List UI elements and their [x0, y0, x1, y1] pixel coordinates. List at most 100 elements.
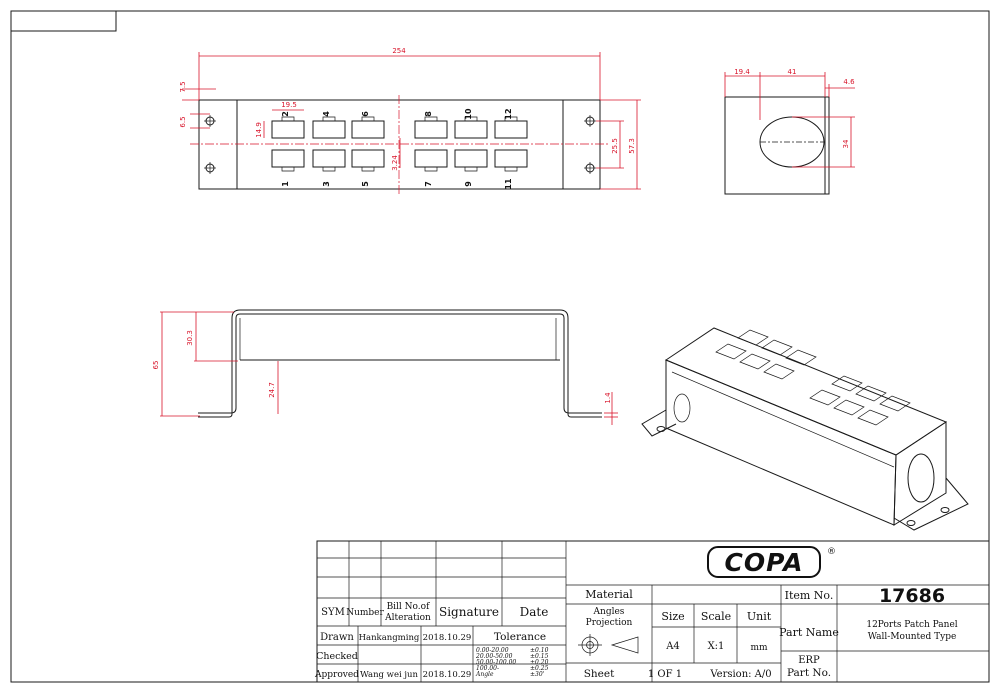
dim-side-a: 19.4 [734, 68, 750, 76]
version-value: Version: A/0 [709, 669, 771, 680]
side-view: 19.4 41 4.6 34 [724, 68, 855, 195]
material-label: Material [585, 588, 633, 601]
front-view: 2 4 6 8 10 12 1 3 5 7 9 11 254 7.5 6.5 [179, 47, 641, 196]
iso-cable-hole [907, 453, 935, 503]
size-label: Size [661, 610, 684, 623]
rev-header-bill-line2: Alteration [384, 613, 431, 623]
dim-port-pitch: 19.5 [281, 101, 297, 109]
port-label-3: 3 [322, 181, 331, 187]
iso-front-face [665, 359, 897, 526]
mount-holes [204, 115, 596, 174]
iso-left-flange-hole [656, 426, 666, 432]
port-label-5: 5 [361, 181, 370, 187]
role-checked-label: Checked [316, 651, 358, 662]
port-7 [414, 149, 448, 168]
iso-right-end [893, 421, 947, 526]
dim-hole-offset-top: 7.5 [179, 81, 187, 92]
iso-right-flange [893, 477, 969, 531]
tolerance-value-4: ±0.25 [530, 665, 549, 672]
logo-text: COPA [725, 548, 804, 577]
dim-row-spacing: 25.5 [611, 138, 619, 154]
iso-top-face [664, 327, 948, 456]
tolerance-title: Tolerance [494, 631, 546, 643]
dim-port-height: 14.9 [255, 122, 263, 138]
isometric-view [641, 327, 969, 531]
port-label-4: 4 [322, 111, 331, 117]
logo-registered-mark: ® [827, 547, 836, 557]
iso-right-flange-hole-1 [940, 507, 950, 513]
info-grid [566, 584, 989, 682]
sheet-border [10, 10, 990, 683]
port-label-10: 10 [464, 108, 473, 120]
rev-header-date: Date [520, 605, 549, 619]
port-label-11: 11 [504, 178, 513, 190]
size-value: A4 [665, 641, 680, 652]
company-logo: COPA ® [707, 546, 836, 578]
port-label-9: 9 [464, 181, 473, 187]
role-drawn-date: 2018.10.29 [423, 633, 472, 643]
rev-header-signature: Signature [439, 605, 499, 619]
corner-label-box [10, 10, 117, 32]
dim-bottom-lower: 24.7 [268, 382, 276, 398]
tolerance-range-4: 100.00- [476, 665, 499, 672]
unit-value: mm [750, 643, 768, 653]
iso-left-hole [673, 393, 691, 423]
rev-header-sym: SYM [321, 607, 345, 618]
port-8 [414, 120, 448, 139]
part-name-line2: Wall-Mounted Type [868, 632, 957, 642]
erp-label-line2: Part No. [787, 667, 831, 679]
front-panel-outline [198, 99, 601, 190]
dim-hole-offset-left: 6.5 [179, 116, 187, 127]
dim-side-d: 34 [842, 139, 850, 148]
tolerance-value-2: ±0.15 [530, 653, 549, 660]
sheet-label: Sheet [584, 668, 615, 680]
port-label-6: 6 [361, 111, 370, 117]
item-no-value: 17686 [879, 585, 945, 607]
front-dimensions: 254 7.5 6.5 19.5 14.9 3.24 25.5 57.3 [179, 47, 641, 190]
port-label-8: 8 [424, 111, 433, 117]
dim-overall-width: 254 [392, 47, 406, 55]
port-label-2: 2 [281, 111, 290, 117]
port-label-12: 12 [504, 108, 513, 119]
iso-right-flange-hole-2 [906, 520, 916, 526]
role-drawn-name: Hankangming [359, 633, 420, 643]
part-name-label: Part Name [779, 626, 839, 639]
projection-label-line1: Angles [593, 607, 625, 617]
dim-side-b: 41 [788, 68, 797, 76]
role-approved-date: 2018.10.29 [423, 670, 472, 680]
item-no-label: Item No. [785, 589, 834, 602]
dim-port-row-gap: 3.24 [391, 155, 399, 171]
tolerance-value-5: ±30' [530, 671, 545, 678]
erp-label-line1: ERP [798, 655, 820, 666]
sheet-value: 1 OF 1 [648, 669, 682, 680]
port-tabs [281, 116, 518, 172]
port-5 [351, 149, 385, 168]
port-11 [494, 149, 528, 168]
scale-label: Scale [701, 610, 731, 623]
iso-inner-edge [671, 371, 895, 468]
port-12 [494, 120, 528, 139]
port-1 [271, 149, 305, 168]
tolerance-value-3: ±0.20 [530, 659, 549, 666]
part-name-line1: 12Ports Patch Panel [866, 620, 957, 630]
role-drawn-label: Drawn [320, 632, 354, 643]
bottom-profile-inner [198, 309, 602, 418]
port-9 [454, 149, 488, 168]
title-block-frame [316, 540, 990, 683]
tolerance-range-1: 0.00-20.00 [476, 647, 509, 654]
rev-header-bill-line1: Bill No.of [387, 602, 431, 612]
tolerance-range-5: Angle [475, 671, 494, 678]
iso-port-openings [715, 329, 911, 426]
ports-top-row [271, 120, 528, 139]
revision-grid [317, 541, 567, 682]
bottom-profile-outer [198, 313, 602, 414]
port-3 [312, 149, 346, 168]
role-approved-label: Approved [314, 670, 359, 680]
title-block: SYM Number Bill No.of Alteration Signatu… [314, 540, 990, 683]
dim-bottom-flange: 1.4 [604, 392, 612, 404]
bottom-view: 65 30.3 24.7 1.4 [152, 309, 618, 425]
projection-symbol-icon [578, 634, 639, 656]
iso-left-flange [641, 409, 677, 437]
rev-header-number: Number [346, 608, 384, 618]
port-label-7: 7 [424, 181, 433, 187]
